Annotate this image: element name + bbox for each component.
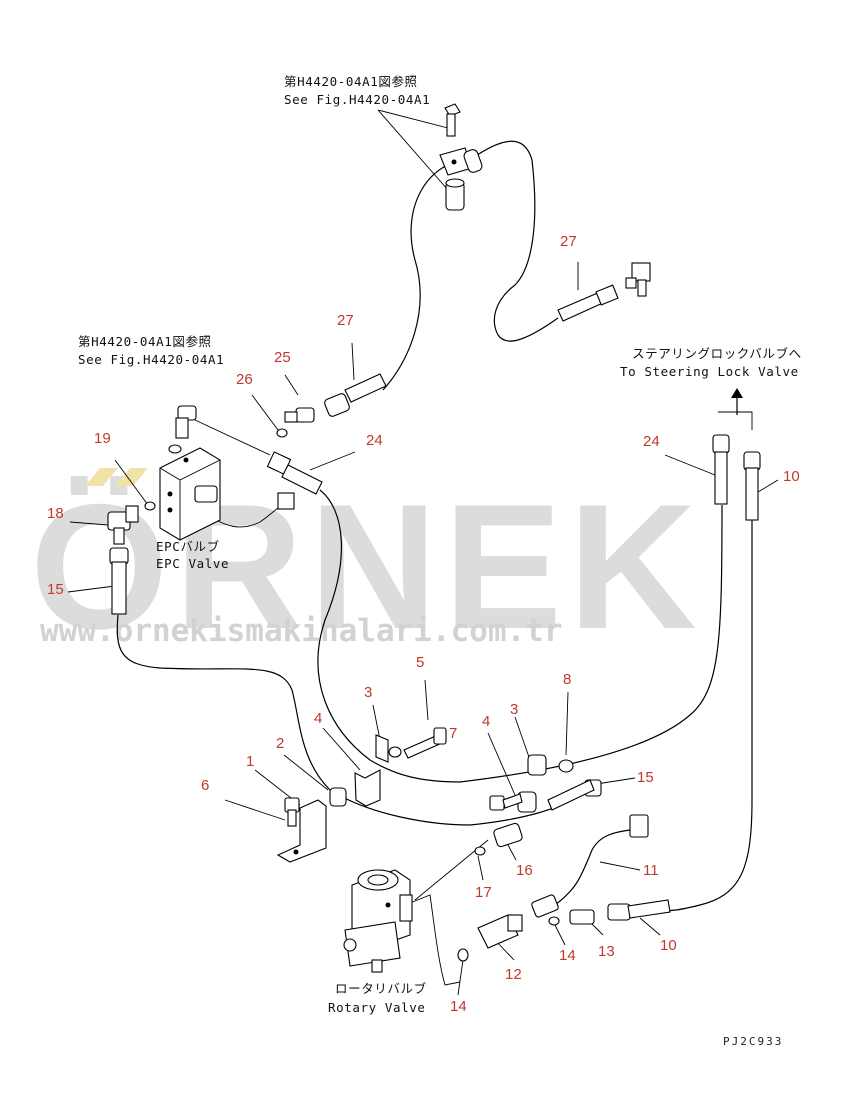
- part-number: 3: [364, 684, 372, 701]
- top-bolt: [444, 103, 461, 137]
- hose-24-right: [712, 434, 730, 505]
- rotary-label-jp: ロータリバルブ: [335, 981, 427, 996]
- part-number: 17: [475, 884, 492, 901]
- hose-routing: [116, 140, 753, 986]
- hose-10-fitting: [607, 899, 671, 921]
- part-number: 14: [559, 947, 576, 964]
- part-number: 19: [94, 430, 111, 447]
- ref-note-left-jp: 第H4420-04A1図参照: [78, 334, 212, 349]
- part-number: 11: [643, 862, 659, 879]
- clamp-3-right: [527, 754, 547, 776]
- part-number: 24: [643, 433, 660, 450]
- ref-note-left-en: See Fig.H4420-04A1: [78, 352, 224, 367]
- parts: [107, 103, 761, 973]
- o-ring-17: [474, 846, 486, 856]
- part-number: 14: [450, 998, 467, 1015]
- washer-8: [558, 759, 574, 773]
- o-ring-14: [548, 916, 560, 926]
- o-ring-14-bottom: [457, 948, 469, 962]
- fitting-13: [569, 909, 595, 925]
- fitting-16: [493, 822, 523, 848]
- part-number: 2: [276, 735, 284, 752]
- fitting-12: [477, 914, 523, 949]
- top-clamp: [439, 147, 483, 211]
- steering-note-en: To Steering Lock Valve: [620, 364, 799, 379]
- hose-15-left: [109, 547, 129, 615]
- ref-note-top-en: See Fig.H4420-04A1: [284, 92, 430, 107]
- part-number: 25: [274, 349, 291, 366]
- o-ring-19: [144, 501, 156, 511]
- part-number: 4: [314, 710, 322, 727]
- clamp-3-left: [375, 734, 389, 763]
- part-number: 6: [201, 777, 209, 794]
- part-number: 16: [516, 862, 533, 879]
- part-number: 7: [449, 725, 457, 742]
- epc-label-jp: EPCバルブ: [156, 539, 220, 554]
- harness-11-connector: [531, 814, 649, 918]
- epc-valve-block: [159, 444, 221, 541]
- part-number: 4: [482, 713, 490, 730]
- notes: 第H4420-04A1図参照 See Fig.H4420-04A1 第H4420…: [78, 74, 802, 1048]
- bolt-7: [489, 793, 523, 811]
- part-number: 15: [637, 769, 654, 786]
- epc-label-en: EPC Valve: [156, 556, 229, 571]
- part-number: 5: [416, 654, 424, 671]
- part-number: 3: [510, 701, 518, 718]
- fitting-18: [107, 505, 139, 545]
- part-number: 15: [47, 581, 64, 598]
- watermark-brand: ÖRNEK: [30, 467, 703, 666]
- part-number: 27: [560, 233, 577, 250]
- rotary-valve: [343, 869, 413, 973]
- rotary-label-en: Rotary Valve: [328, 1000, 426, 1015]
- part-number: 18: [47, 505, 64, 522]
- part-number: 27: [337, 312, 354, 329]
- epc-elbow: [175, 405, 197, 439]
- leader-lines: [67, 109, 779, 996]
- clamp-4-left: [354, 769, 381, 807]
- part-number: 26: [236, 371, 253, 388]
- part-number: 24: [366, 432, 383, 449]
- drawing-code: PJ2C933: [723, 1035, 783, 1048]
- ref-note-top-jp: 第H4420-04A1図参照: [284, 74, 418, 89]
- watermark-accent: [85, 468, 118, 486]
- part-number: 8: [563, 671, 571, 688]
- hose-24-fitting: [266, 451, 323, 510]
- part-number: 10: [660, 937, 677, 954]
- hose-10-right: [743, 451, 761, 521]
- bracket-1: [276, 799, 327, 863]
- part-number-labels: 27 27 25 26 24 24 10 19 18 15 5 3 8 4 3 …: [47, 233, 800, 1015]
- hose-27-fitting-left: [276, 373, 387, 438]
- part-number: 10: [783, 468, 800, 485]
- watermark-url: www.ornekismakinalari.com.tr: [40, 613, 563, 649]
- spacer-2: [329, 787, 347, 807]
- watermark-accent: [115, 468, 148, 486]
- part-number: 13: [598, 943, 615, 960]
- bolt-6: [284, 797, 300, 827]
- watermark: ÖRNEK www.ornekismakinalari.com.tr: [30, 467, 703, 666]
- bolt-5: [388, 727, 447, 759]
- hose-27-fitting-right: [557, 262, 651, 322]
- part-number: 12: [505, 966, 522, 983]
- hose-15-right: [547, 779, 602, 811]
- steering-note-jp: ステアリングロックバルブへ: [632, 346, 802, 361]
- part-number: 1: [246, 753, 254, 770]
